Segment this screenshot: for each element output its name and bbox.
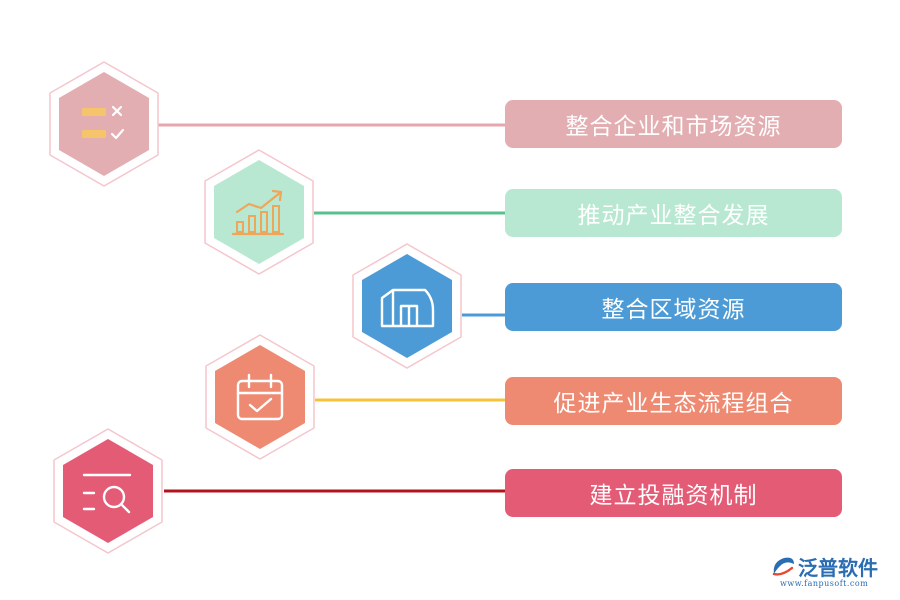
item-label-4: 促进产业生态流程组合 <box>505 377 842 425</box>
logo-mark-icon <box>772 557 794 576</box>
hexagon-3 <box>352 243 462 369</box>
item-label-1: 整合企业和市场资源 <box>505 100 842 148</box>
hexagon-5 <box>53 428 163 554</box>
item-label-2: 推动产业整合发展 <box>505 189 842 237</box>
calendar-check-icon <box>236 373 284 421</box>
logo-name: 泛普软件 <box>798 556 878 580</box>
checklist-icon <box>82 105 125 140</box>
hexagon-4 <box>205 334 315 460</box>
hexagon-1 <box>49 61 159 187</box>
building-icon <box>380 288 435 328</box>
item-label-5: 建立投融资机制 <box>505 469 842 517</box>
hexagon-2 <box>204 149 314 275</box>
growth-chart-icon <box>231 189 285 236</box>
brand-logo: 泛普软件 www.fanpusoft.com <box>770 552 895 596</box>
search-list-icon <box>82 473 132 514</box>
logo-url: www.fanpusoft.com <box>780 579 869 588</box>
item-label-3: 整合区域资源 <box>505 283 842 331</box>
